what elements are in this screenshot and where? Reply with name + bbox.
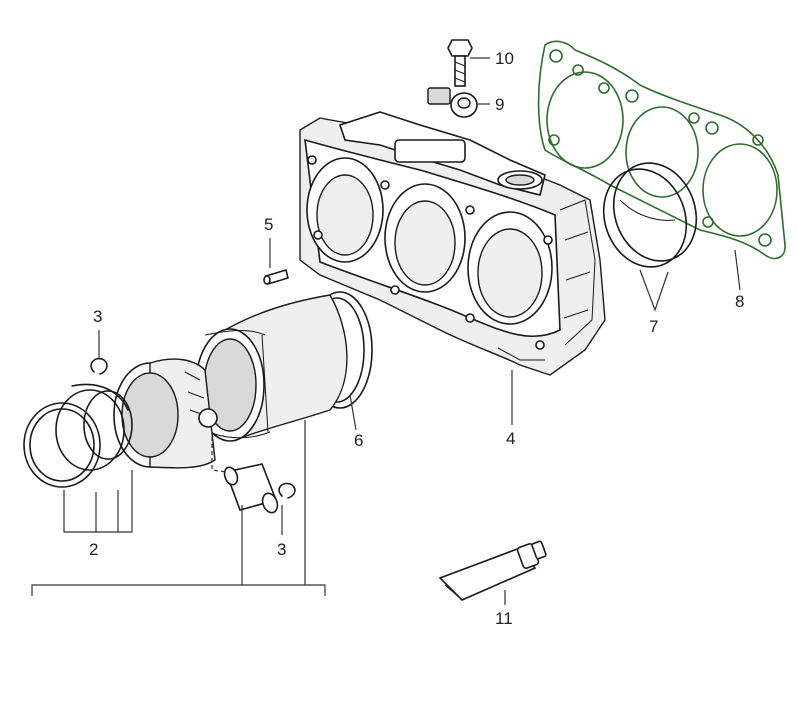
piston-pin: [211, 430, 279, 514]
callout-7: 7: [649, 317, 658, 336]
piston: [113, 358, 218, 469]
dowel-pin: [263, 268, 289, 286]
cylinder-head-gasket: [537, 40, 786, 260]
cylinder-o-rings: [602, 162, 698, 268]
callout-3-upper: 3: [93, 307, 102, 326]
callout-4: 4: [506, 429, 515, 448]
sealant-tube: [438, 540, 547, 601]
bolt: [447, 39, 473, 87]
callout-8: 8: [735, 292, 744, 311]
knock-sensor: [427, 87, 478, 118]
callout-3-lower: 3: [277, 540, 286, 559]
callout-6: 6: [354, 431, 363, 450]
callout-labels: 10 9 5 4 6 7 8 3 3 2 11: [89, 49, 744, 628]
callout-9: 9: [495, 95, 504, 114]
crankcase-block: [299, 111, 606, 376]
piston-rings: [23, 383, 133, 488]
callout-10: 10: [495, 49, 514, 68]
callout-5: 5: [264, 215, 273, 234]
circlip-upper: [90, 357, 108, 375]
callout-11: 11: [495, 609, 513, 628]
callout-2: 2: [89, 540, 98, 559]
cylinder-liner: [195, 291, 373, 442]
leader-lines: [31, 57, 741, 605]
circlip-lower: [278, 482, 296, 499]
